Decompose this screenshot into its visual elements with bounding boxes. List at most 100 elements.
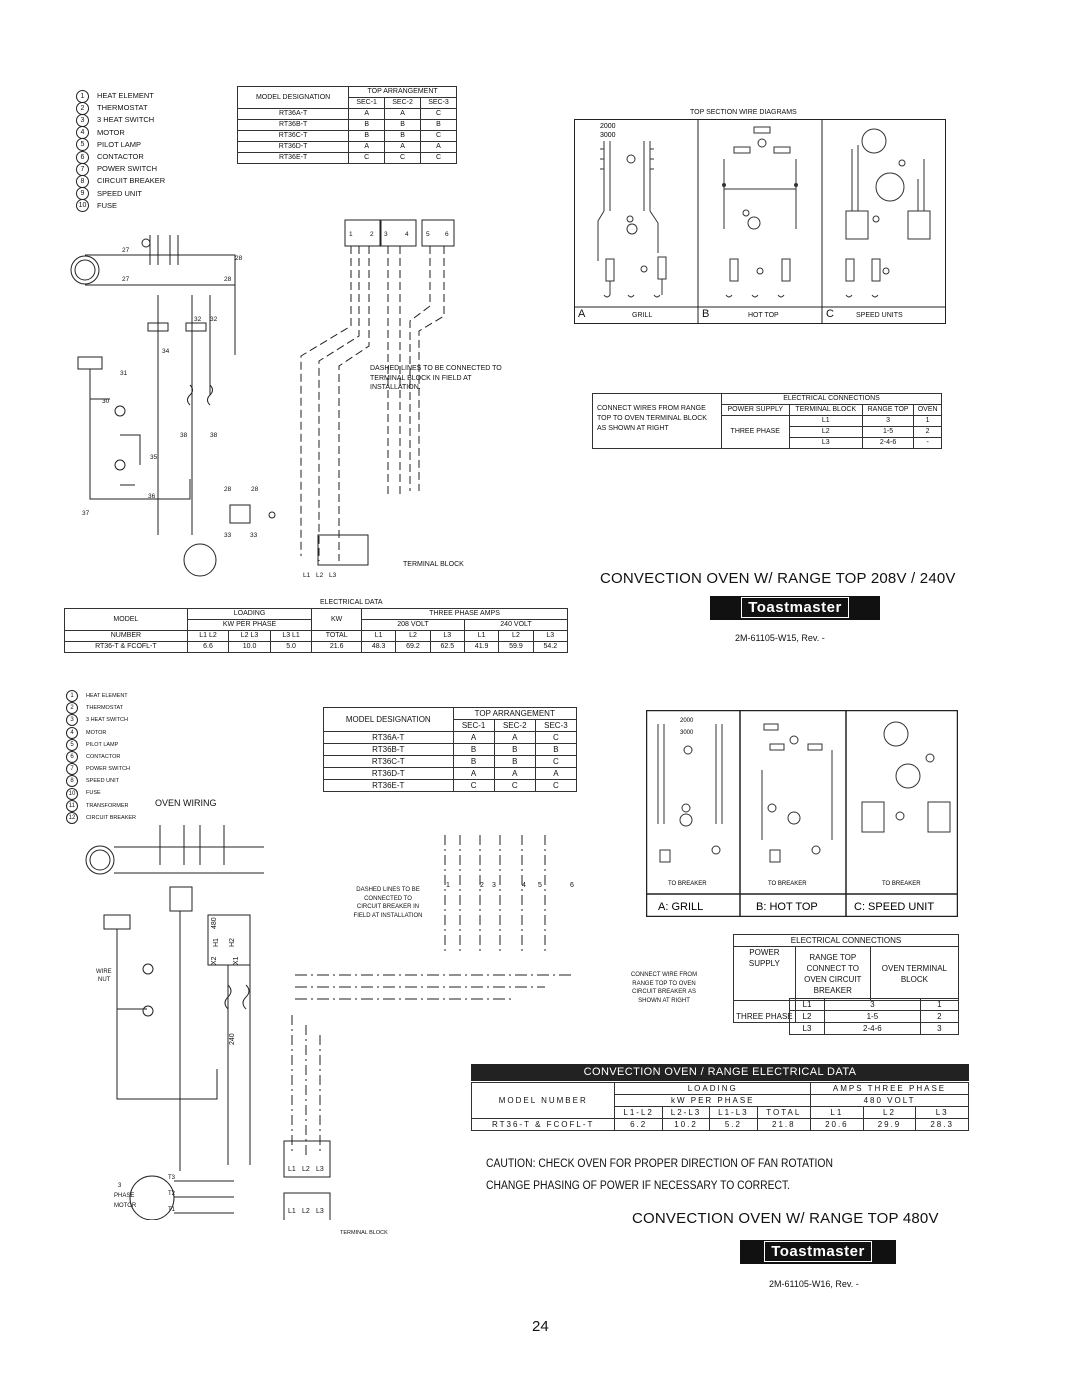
term-pair-6: 6 — [445, 231, 449, 238]
rd-volt: 480 VOLT — [810, 1094, 969, 1107]
hdr-terminal-block: TERMINAL BLOCK — [788, 404, 863, 416]
legend-bottom-number: 11 — [66, 799, 78, 812]
brand-text-top: Toastmaster — [741, 597, 849, 618]
arrangement-cell: A — [493, 767, 536, 780]
arrangement-cell: RT36C-T — [236, 130, 350, 142]
wire-num-9: 38 — [180, 432, 188, 439]
b-term-6: 6 — [570, 882, 574, 889]
b-terminal-l2: L2 — [302, 1166, 310, 1173]
ed-model: MODEL — [64, 608, 188, 631]
col-sec-2-b: SEC-2 — [493, 719, 536, 732]
wire-num-17: 33 — [250, 532, 258, 539]
rd-value: 6.2 — [614, 1118, 663, 1131]
conn-top-r1c2: 2 — [913, 426, 942, 438]
b-panel-b: B: HOT TOP — [756, 901, 818, 913]
arrangement-cell: A — [348, 108, 386, 120]
wire-num-3: 28 — [224, 276, 232, 283]
arrangement-cell: RT36E-T — [236, 152, 350, 164]
arrangement-cell: B — [493, 743, 536, 756]
conn-bottom-cell: 3 — [824, 998, 921, 1011]
conn-bottom-cell: 2-4-6 — [824, 1022, 921, 1035]
rd-col-header: L1-L3 — [709, 1106, 758, 1119]
legend-top-number: 5 — [76, 138, 89, 152]
legend-top-label: 3 HEAT SWITCH — [97, 115, 155, 125]
arrangement-cell: A — [420, 141, 457, 153]
caution-line-2: CHANGE PHASING OF POWER IF NECESSARY TO … — [486, 1180, 791, 1192]
wire-num-15: 37 — [82, 510, 90, 517]
arrangement-cell: RT36E-T — [323, 779, 454, 792]
xfmr-h2: H2 — [229, 938, 236, 947]
col-sec-3-b: SEC-3 — [534, 719, 578, 732]
arrangement-cell: B — [384, 130, 422, 142]
ed-a0: L1 — [360, 630, 397, 642]
panel-a-label: GRILL — [632, 312, 653, 319]
ed-value: 48.3 — [360, 641, 397, 653]
b-terminal-l1: L1 — [288, 1166, 296, 1173]
legend-bottom-number: 4 — [66, 726, 78, 739]
legend-top-number: 9 — [76, 187, 89, 201]
rd-model: MODEL NUMBER — [470, 1082, 616, 1119]
legend-top-number: 2 — [76, 101, 89, 115]
b-panel-a: A: GRILL — [658, 901, 703, 913]
arrangement-cell: B — [348, 130, 386, 142]
arrangement-cell: A — [384, 108, 422, 120]
ed-kw-phase: KW PER PHASE — [186, 619, 313, 631]
arrangement-cell: B — [384, 119, 422, 131]
term-pair-5: 5 — [426, 231, 430, 238]
b-term-4: 4 — [522, 882, 526, 889]
electrical-data-table-top: MODEL LOADING KW THREE PHASE AMPS KW PER… — [64, 608, 569, 653]
electrical-data-title-top: ELECTRICAL DATA — [320, 599, 383, 606]
b-hdr-power: POWER SUPPLY — [733, 946, 796, 1001]
ed-208: 208 VOLT — [360, 619, 465, 631]
b-term-2: 2 — [480, 882, 484, 889]
legend-bottom-label: SPEED UNIT — [86, 778, 120, 785]
col-sec-1-b: SEC-1 — [452, 719, 495, 732]
legend-bottom-number: 7 — [66, 763, 78, 776]
motor-3: 3 — [118, 1183, 122, 1189]
xfmr-x1: X1 — [233, 956, 240, 965]
arrangement-cell: C — [534, 779, 578, 792]
wire-num-13: 28 — [251, 486, 259, 493]
bottom-schematic: 1 2 3 4 5 6 480 H1 H2 X2 X1 240 WIRE NUT… — [85, 825, 575, 1220]
xfmr-h1: H1 — [213, 938, 220, 947]
page-number: 24 — [532, 1318, 549, 1335]
legend-bottom-label: CONTACTOR — [86, 753, 121, 760]
conn-top-r0c2: 1 — [913, 415, 942, 427]
arrangement-cell: C — [452, 779, 495, 792]
legend-bottom-label: FUSE — [86, 790, 101, 797]
arrangement-cell: A — [452, 731, 495, 744]
watt-3000: 3000 — [600, 132, 616, 139]
connect-wires-note-top: CONNECT WIRES FROM RANGE TOP TO OVEN TER… — [592, 393, 722, 449]
term-pair-3: 3 — [384, 231, 388, 238]
ed-240: 240 VOLT — [463, 619, 569, 631]
conn-top-r2c1: 2-4-6 — [861, 437, 915, 449]
rd-col-header: L2 — [862, 1106, 917, 1119]
caution-line-1: CAUTION: CHECK OVEN FOR PROPER DIRECTION… — [486, 1158, 833, 1170]
title-top: CONVECTION OVEN W/ RANGE TOP 208V / 240V — [600, 570, 956, 587]
rd-col-header: TOTAL — [756, 1106, 812, 1119]
arrangement-cell: RT36C-T — [323, 755, 454, 768]
wire-num-7: 31 — [120, 370, 128, 377]
conn-bottom-cell: 1 — [919, 998, 960, 1011]
legend-top-label: SPEED UNIT — [97, 188, 143, 198]
arrangement-cell: RT36A-T — [323, 731, 454, 744]
legend-bottom-number: 6 — [66, 751, 78, 764]
rd-col-header: L1-L2 — [614, 1106, 663, 1119]
ed-value: 62.5 — [429, 641, 465, 653]
legend-top-number: 3 — [76, 113, 89, 127]
ed-value: 59.9 — [498, 641, 534, 653]
rd-value: RT36-T & FCOFL-T — [470, 1118, 616, 1131]
conn-top-r2c2: - — [913, 437, 942, 449]
b-terminal-l2b: L2 — [302, 1208, 310, 1215]
